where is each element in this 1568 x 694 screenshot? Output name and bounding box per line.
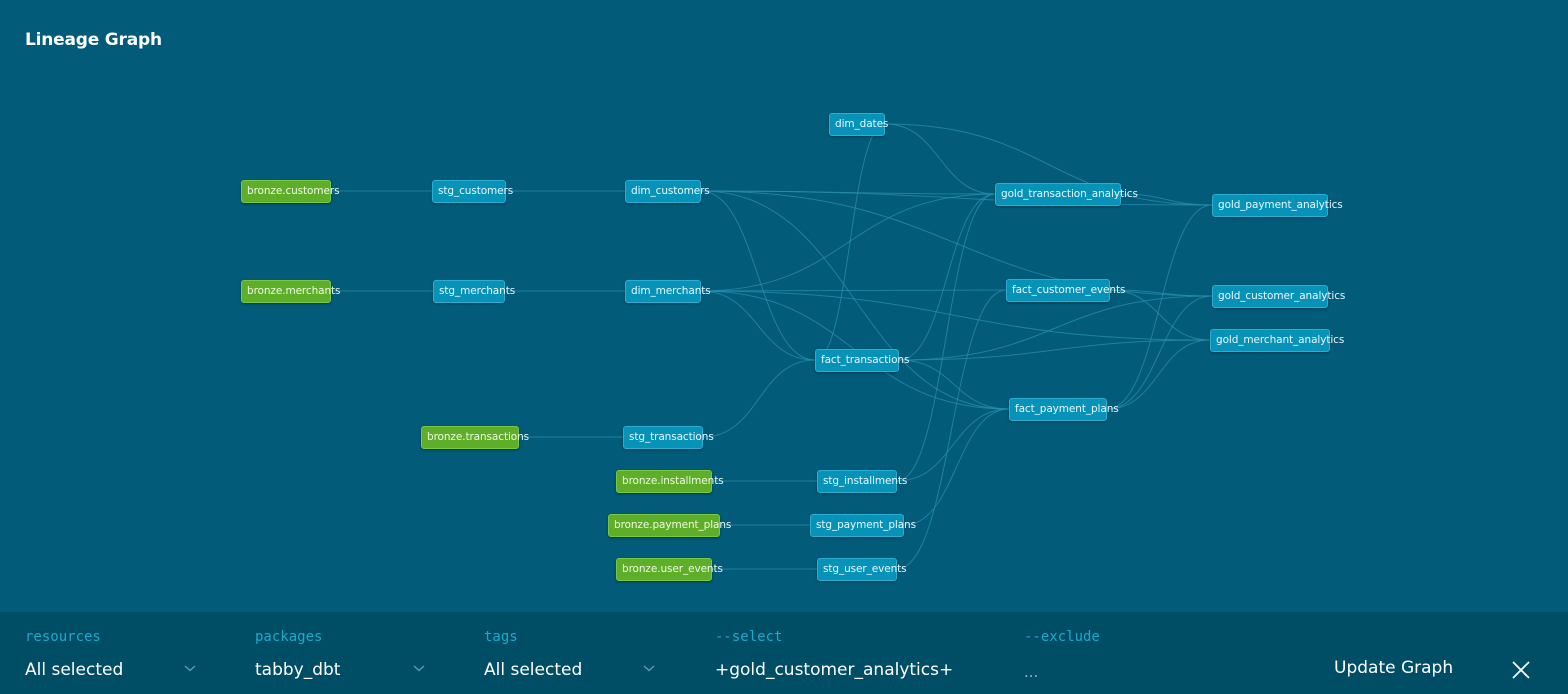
- graph-node-fact-customer-events[interactable]: fact_customer_events: [1006, 278, 1125, 302]
- edge-stg-installments-to-fact-payment-plans: [896, 408, 1010, 482]
- graph-node-stg-customers[interactable]: stg_customers: [432, 179, 513, 203]
- graph-node-dim-customers[interactable]: dim_customers: [625, 179, 710, 203]
- edge-dim-customers-to-fact-payment-plans: [700, 190, 1010, 410]
- select-label: --select: [715, 629, 783, 645]
- packages-label: packages: [255, 629, 323, 645]
- edge-stg-user-events-to-fact-customer-events: [896, 289, 1007, 570]
- graph-node-bronze-installments[interactable]: bronze.installments: [616, 469, 724, 493]
- edge-fact-payment-plans-to-gold-payment-analytics: [1106, 204, 1213, 410]
- graph-node-gold-transaction-analytics[interactable]: gold_transaction_analytics: [995, 182, 1138, 206]
- edge-fact-transactions-to-gold-merchant-analytics: [898, 339, 1211, 361]
- tags-label: tags: [484, 629, 518, 645]
- edge-stg-transactions-to-fact-transactions: [702, 359, 816, 438]
- graph-node-stg-installments[interactable]: stg_installments: [817, 469, 907, 493]
- graph-node-gold-payment-analytics[interactable]: gold_payment_analytics: [1212, 193, 1343, 217]
- close-icon[interactable]: [1510, 659, 1532, 681]
- filter-bar: resources All selected packages tabby_db…: [0, 612, 1568, 694]
- edge-fact-transactions-to-gold-transaction-analytics: [898, 193, 996, 361]
- edge-dim-customers-to-fact-transactions: [700, 190, 816, 361]
- tags-select[interactable]: All selected: [484, 660, 583, 680]
- edge-fact-customer-events-to-gold-merchant-analytics: [1109, 289, 1211, 341]
- edge-gold-transaction-analytics-to-gold-payment-analytics: [1120, 193, 1213, 206]
- graph-node-bronze-merchants[interactable]: bronze.merchants: [241, 279, 341, 303]
- edge-fact-payment-plans-to-gold-merchant-analytics: [1106, 339, 1211, 410]
- edge-stg-installments-to-gold-transaction-analytics: [896, 193, 996, 482]
- exclude-label: --exclude: [1024, 629, 1100, 645]
- chevron-down-icon[interactable]: [643, 662, 655, 674]
- graph-node-bronze-transactions[interactable]: bronze.transactions: [421, 425, 529, 449]
- edge-fact-customer-events-to-gold-customer-analytics: [1109, 289, 1213, 297]
- graph-node-bronze-payment-plans[interactable]: bronze.payment_plans: [608, 513, 731, 537]
- graph-node-stg-transactions[interactable]: stg_transactions: [623, 425, 714, 449]
- graph-node-gold-customer-analytics[interactable]: gold_customer_analytics: [1212, 284, 1345, 308]
- edge-dim-merchants-to-fact-customer-events: [700, 289, 1007, 292]
- edge-dim-merchants-to-fact-transactions: [700, 290, 816, 361]
- exclude-input[interactable]: ...: [1024, 663, 1039, 681]
- edge-dim-dates-to-fact-transactions: [814, 123, 886, 361]
- graph-node-stg-payment-plans[interactable]: stg_payment_plans: [810, 513, 916, 537]
- update-graph-button[interactable]: Update Graph: [1334, 658, 1454, 678]
- graph-node-dim-dates[interactable]: dim_dates: [829, 112, 888, 136]
- edge-fact-payment-plans-to-gold-customer-analytics: [1106, 295, 1213, 410]
- graph-node-stg-merchants[interactable]: stg_merchants: [433, 279, 515, 303]
- edge-dim-merchants-to-gold-transaction-analytics: [700, 193, 996, 292]
- graph-node-fact-payment-plans[interactable]: fact_payment_plans: [1009, 397, 1119, 421]
- page-title: Lineage Graph: [25, 30, 162, 50]
- graph-node-bronze-customers[interactable]: bronze.customers: [241, 179, 340, 203]
- graph-node-fact-transactions[interactable]: fact_transactions: [815, 348, 909, 372]
- edge-dim-dates-to-gold-payment-analytics: [884, 123, 1213, 206]
- select-input[interactable]: +gold_customer_analytics+: [715, 660, 954, 680]
- resources-select[interactable]: All selected: [25, 660, 124, 680]
- edge-dim-merchants-to-gold-merchant-analytics: [700, 290, 1211, 341]
- edge-stg-payment-plans-to-fact-payment-plans: [903, 408, 1010, 526]
- edge-fact-transactions-to-gold-customer-analytics: [898, 295, 1213, 361]
- edge-fact-transactions-to-fact-payment-plans: [898, 359, 1010, 410]
- edge-dim-dates-to-gold-transaction-analytics: [884, 123, 996, 195]
- resources-label: resources: [25, 629, 101, 645]
- chevron-down-icon[interactable]: [413, 662, 425, 674]
- lineage-edges: [330, 123, 1213, 570]
- graph-node-bronze-user-events[interactable]: bronze.user_events: [616, 557, 723, 581]
- graph-node-dim-merchants[interactable]: dim_merchants: [625, 279, 711, 303]
- chevron-down-icon[interactable]: [184, 662, 196, 674]
- packages-select[interactable]: tabby_dbt: [255, 660, 341, 680]
- graph-node-stg-user-events[interactable]: stg_user_events: [817, 557, 907, 581]
- graph-node-gold-merchant-analytics[interactable]: gold_merchant_analytics: [1210, 328, 1344, 352]
